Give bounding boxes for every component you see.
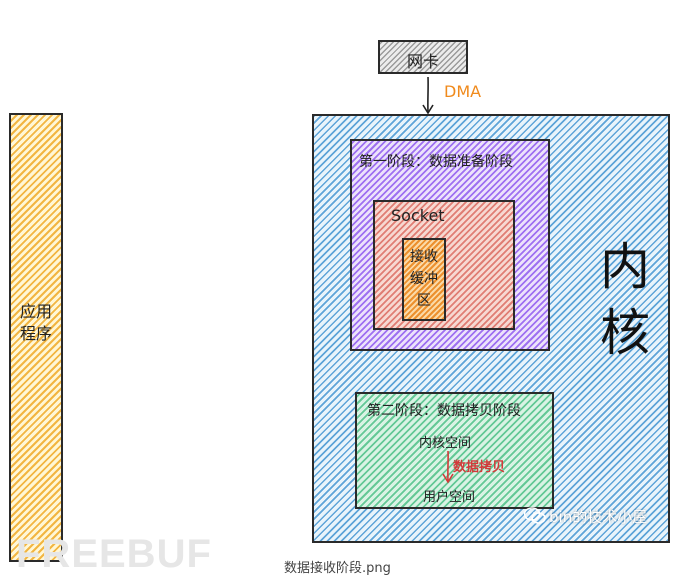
receive-buffer-box: 接收 缓冲 区 [402,238,446,321]
kernel-space-label: 内核空间 [419,436,472,451]
network-card-box: 网卡 [378,40,468,74]
dma-arrow-icon [422,76,434,115]
socket-label: Socket [391,206,445,225]
image-caption: 数据接收阶段.png [284,561,391,576]
application-box: 应用 程序 [9,113,63,562]
network-card-label: 网卡 [406,52,439,71]
kernel-label: 内 核 [600,238,650,362]
stage-two-title: 第二阶段：数据拷贝阶段 [367,403,521,419]
stage-two-box: 第二阶段：数据拷贝阶段 内核空间 数据拷贝 用户空间 [355,392,554,509]
receive-buffer-label: 接收 缓冲 区 [410,249,438,309]
data-copy-label: 数据拷贝 [453,460,506,475]
copy-arrow-icon [442,450,454,484]
watermark-text: bin的技术小屋 [549,508,648,526]
freebuf-logo: FREEBUF [16,532,212,576]
wechat-icon [524,507,546,524]
stage-one-title: 第一阶段：数据准备阶段 [359,154,513,170]
user-space-label: 用户空间 [423,490,476,505]
dma-label: DMA [444,82,482,101]
application-label: 应用 程序 [19,302,52,343]
